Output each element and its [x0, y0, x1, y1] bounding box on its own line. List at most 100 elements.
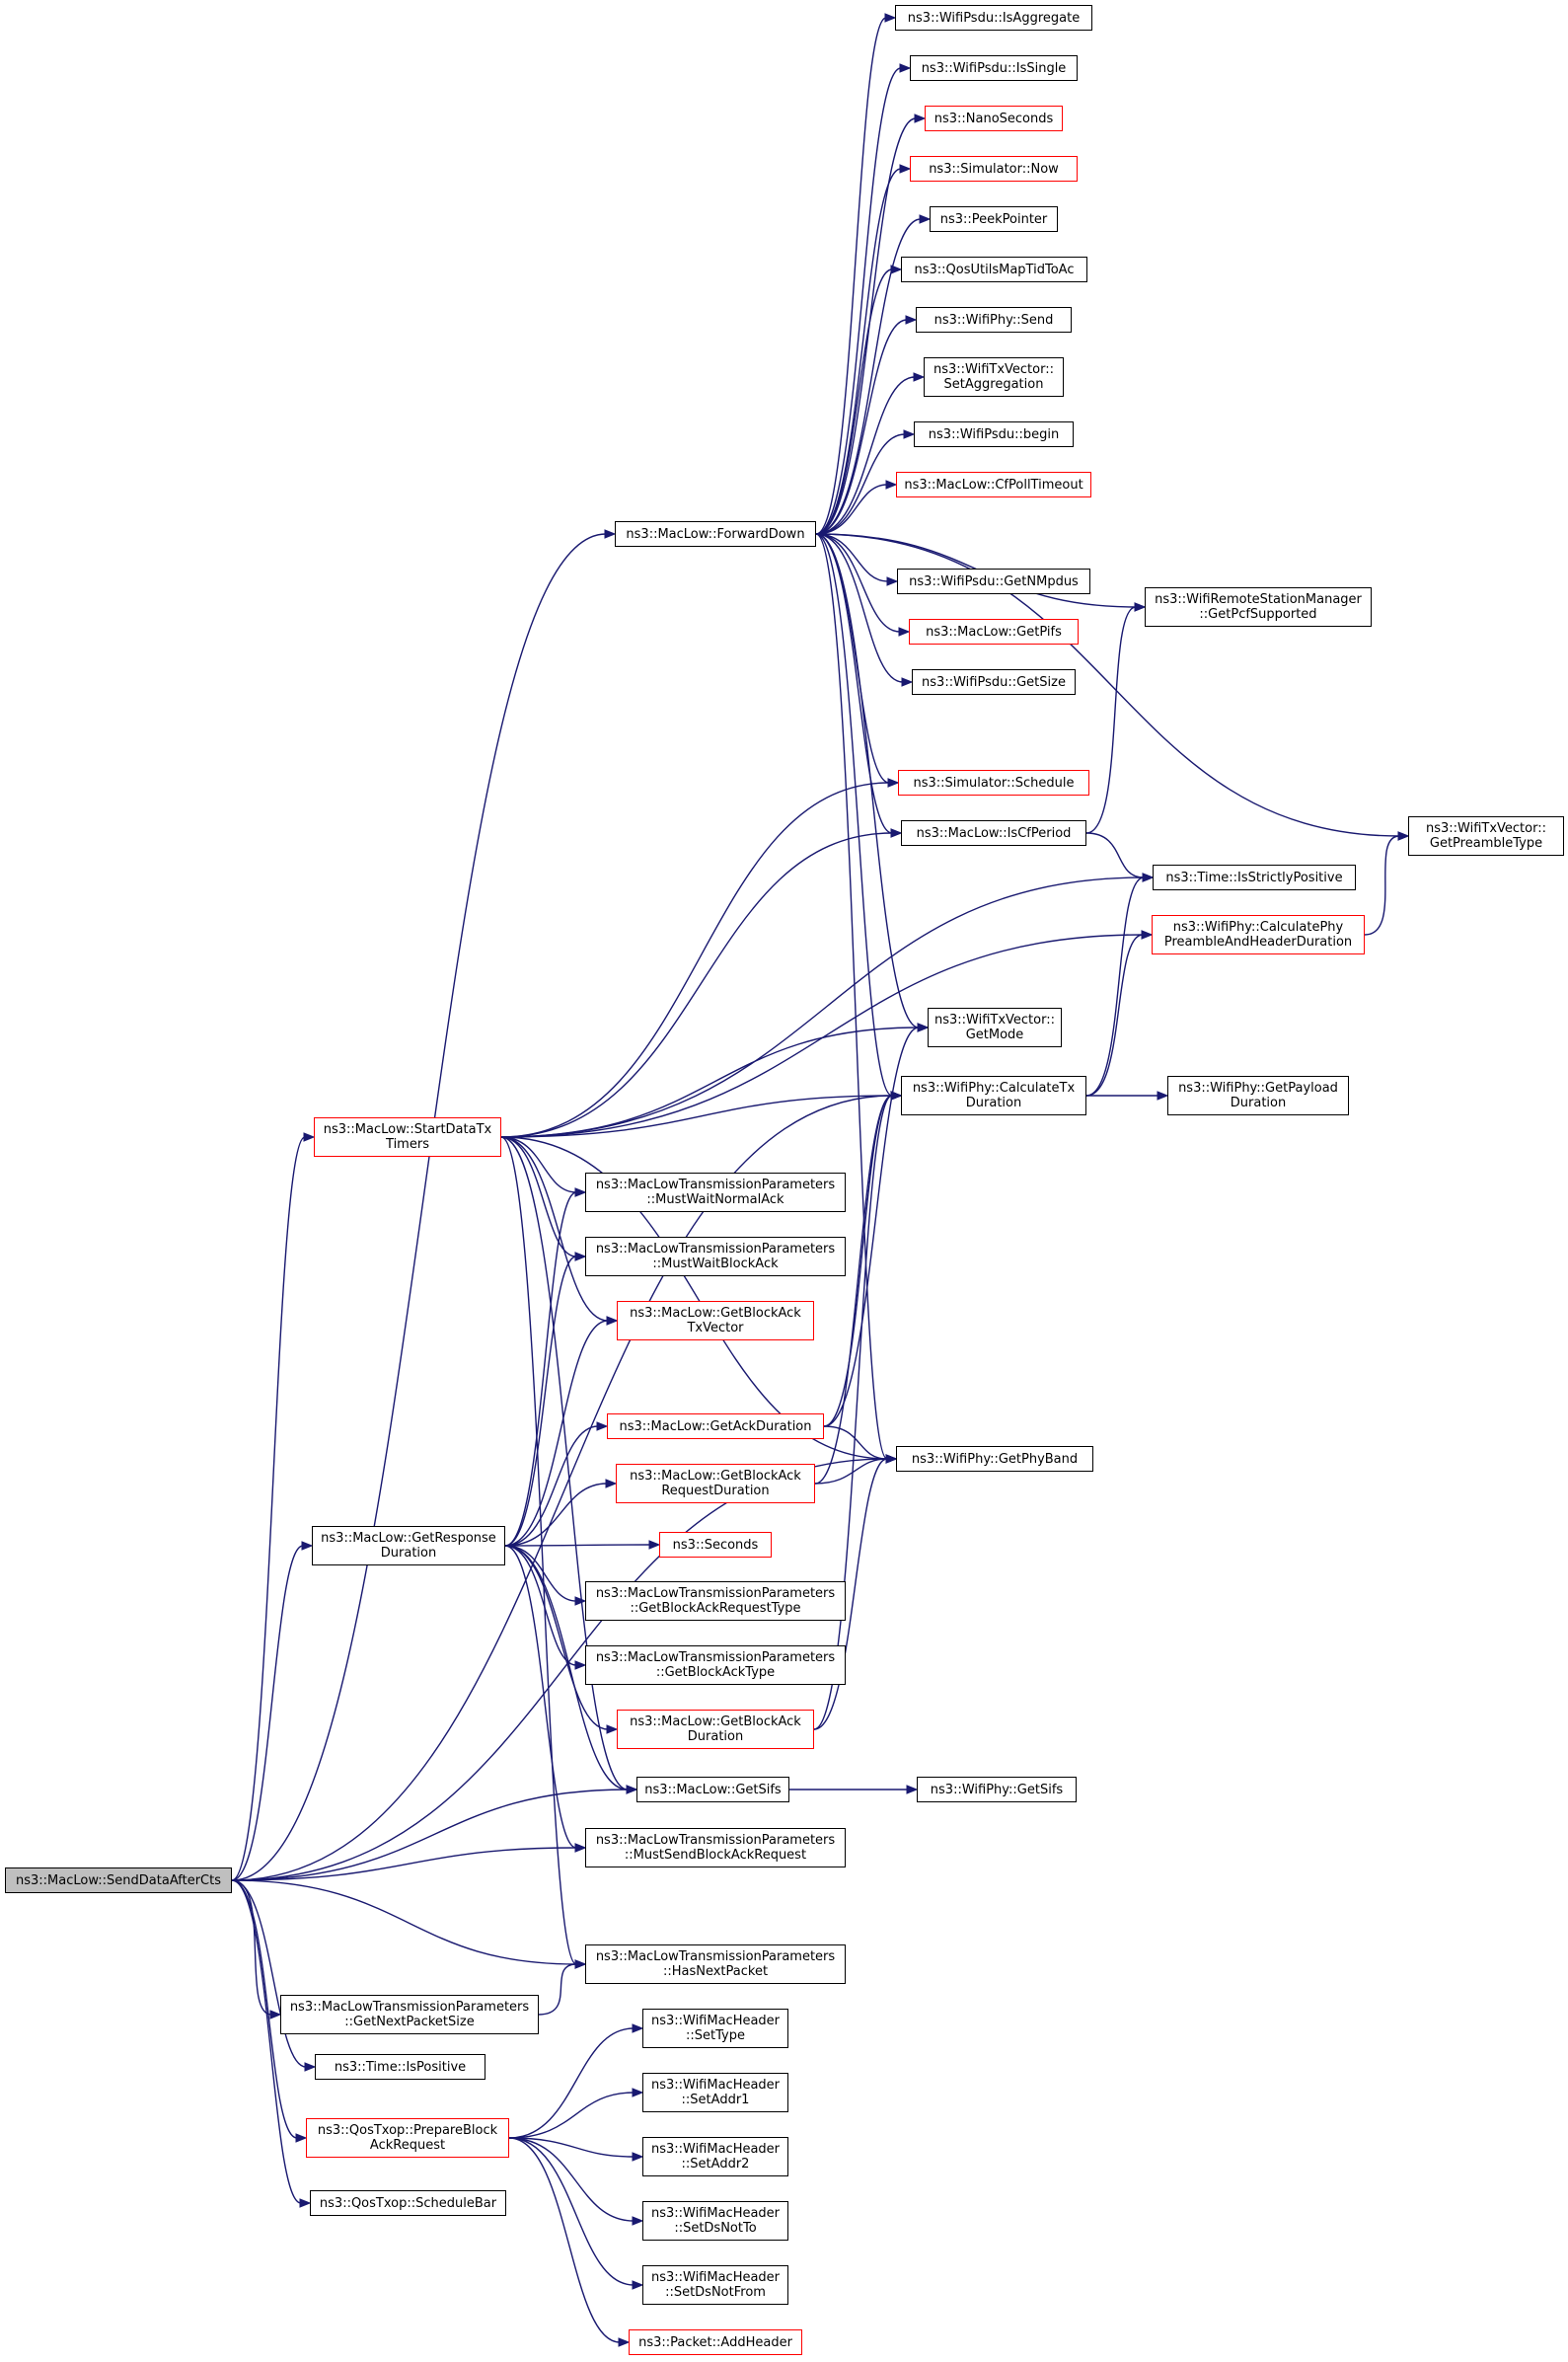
- node-label-line: GetPreambleType: [1429, 836, 1543, 851]
- node-setdsnotfrom[interactable]: ns3::WifiMacHeader::SetDsNotFrom: [642, 2265, 788, 2305]
- edge-startdata-to-getmode: [500, 1027, 920, 1138]
- node-simnow[interactable]: ns3::Simulator::Now: [910, 156, 1078, 182]
- edge-arrowhead: [303, 1132, 316, 1142]
- edge-getresp-to-getbadur: [504, 1545, 609, 1730]
- node-pretype[interactable]: ns3::WifiTxVector::GetPreambleType: [1408, 816, 1564, 856]
- node-label-line: ::GetBlockAckType: [655, 1665, 776, 1680]
- node-getsize[interactable]: ns3::WifiPsdu::GetSize: [912, 669, 1076, 695]
- edge-arrowhead: [890, 1091, 903, 1101]
- node-label-line: Duration: [687, 1729, 744, 1744]
- edge-startdata-to-strictpos: [500, 876, 1145, 1138]
- node-label-line: TxVector: [687, 1321, 744, 1335]
- node-label-line: ns3::WifiMacHeader: [650, 2014, 781, 2028]
- edge-arrowhead: [574, 1959, 587, 1969]
- node-cfpoll[interactable]: ns3::MacLow::CfPollTimeout: [896, 472, 1091, 497]
- node-send[interactable]: ns3::MacLow::SendDataAfterCts: [5, 1867, 232, 1893]
- node-qosmap[interactable]: ns3::QosUtilsMapTidToAc: [901, 257, 1087, 282]
- edge-arrowhead: [618, 2337, 631, 2347]
- node-ispositive[interactable]: ns3::Time::IsPositive: [315, 2054, 485, 2080]
- node-seconds[interactable]: ns3::Seconds: [659, 1532, 772, 1558]
- node-getphyband[interactable]: ns3::WifiPhy::GetPhyBand: [896, 1446, 1093, 1472]
- edge-arrowhead: [903, 429, 916, 439]
- edge-send-to-startdata: [231, 1136, 306, 1881]
- edge-prepbar-to-setdsnotfrom: [508, 2137, 635, 2286]
- node-forward[interactable]: ns3::MacLow::ForwardDown: [615, 521, 816, 547]
- node-mwblock[interactable]: ns3::MacLowTransmissionParameters::MustW…: [585, 1237, 846, 1276]
- edge-arrowhead: [596, 1421, 609, 1431]
- node-label-line: ns3::MacLowTransmissionParameters: [595, 1833, 836, 1848]
- node-remotepcf[interactable]: ns3::WifiRemoteStationManager::GetPcfSup…: [1145, 587, 1372, 627]
- node-label-line: GetMode: [965, 1028, 1024, 1042]
- node-label-line: ns3::WifiTxVector::: [1425, 821, 1546, 836]
- node-phygetsifs[interactable]: ns3::WifiPhy::GetSifs: [917, 1777, 1077, 1802]
- node-peek[interactable]: ns3::PeekPointer: [930, 206, 1058, 232]
- node-setaddr1[interactable]: ns3::WifiMacHeader::SetAddr1: [642, 2073, 788, 2112]
- node-iscf[interactable]: ns3::MacLow::IsCfPeriod: [901, 820, 1086, 846]
- edge-startdata-to-getbatxv: [500, 1136, 609, 1322]
- node-getnmpdus[interactable]: ns3::WifiPsdu::GetNMpdus: [897, 569, 1090, 594]
- node-getackdur[interactable]: ns3::MacLow::GetAckDuration: [607, 1413, 824, 1439]
- edge-forward-to-issingle: [815, 67, 902, 535]
- edge-forward-to-simnow: [815, 168, 902, 535]
- edge-forward-to-isagg: [815, 17, 887, 535]
- edge-forward-to-cfpoll: [815, 484, 888, 535]
- node-getnextsize[interactable]: ns3::MacLowTransmissionParameters::GetNe…: [280, 1995, 539, 2034]
- node-hasnext[interactable]: ns3::MacLowTransmissionParameters::HasNe…: [585, 1944, 846, 1984]
- edge-getbadur-to-calctx: [813, 1095, 893, 1730]
- node-label-line: ns3::Packet::AddHeader: [638, 2334, 792, 2350]
- edge-arrowhead: [917, 1023, 930, 1032]
- node-label-line: PreambleAndHeaderDuration: [1163, 935, 1353, 950]
- node-label-line: ns3::MacLowTransmissionParameters: [595, 1242, 836, 1257]
- edge-prepbar-to-setaddr2: [508, 2137, 635, 2158]
- node-schedbar[interactable]: ns3::QosTxop::ScheduleBar: [310, 2190, 506, 2216]
- node-getbatype[interactable]: ns3::MacLowTransmissionParameters::GetBl…: [585, 1645, 846, 1685]
- edge-arrowhead: [574, 1843, 587, 1853]
- node-isagg[interactable]: ns3::WifiPsdu::IsAggregate: [895, 5, 1092, 31]
- node-label-line: ::GetPcfSupported: [1199, 607, 1317, 622]
- node-strictpos[interactable]: ns3::Time::IsStrictlyPositive: [1153, 865, 1356, 890]
- edge-getbadur-to-getphyband: [813, 1458, 888, 1730]
- node-mustsendbar[interactable]: ns3::MacLowTransmissionParameters::MustS…: [585, 1828, 846, 1867]
- node-setagg[interactable]: ns3::WifiTxVector::SetAggregation: [924, 357, 1064, 397]
- node-label-line: ns3::WifiMacHeader: [650, 2206, 781, 2221]
- edge-arrowhead: [304, 2062, 317, 2072]
- node-label-line: ns3::WifiMacHeader: [650, 2078, 781, 2093]
- node-label-line: Duration: [965, 1096, 1022, 1110]
- edge-iscf-to-strictpos: [1085, 832, 1145, 878]
- node-begin[interactable]: ns3::WifiPsdu::begin: [914, 421, 1074, 447]
- node-label-line: Duration: [380, 1546, 437, 1561]
- node-settype[interactable]: ns3::WifiMacHeader::SetType: [642, 2009, 788, 2048]
- node-schedule[interactable]: ns3::Simulator::Schedule: [898, 770, 1089, 796]
- node-issingle[interactable]: ns3::WifiPsdu::IsSingle: [910, 55, 1078, 81]
- edge-arrowhead: [899, 63, 912, 73]
- node-physend[interactable]: ns3::WifiPhy::Send: [916, 307, 1072, 333]
- node-label-line: ns3::MacLowTransmissionParameters: [595, 1650, 836, 1665]
- node-getmode[interactable]: ns3::WifiTxVector::GetMode: [928, 1008, 1062, 1047]
- node-setdsnotto[interactable]: ns3::WifiMacHeader::SetDsNotTo: [642, 2201, 788, 2241]
- node-setaddr2[interactable]: ns3::WifiMacHeader::SetAddr2: [642, 2137, 788, 2176]
- edge-send-to-ispositive: [231, 1879, 307, 2068]
- node-label-line: ns3::NanoSeconds: [933, 111, 1054, 126]
- edge-forward-to-begin: [815, 433, 906, 535]
- node-getpifs[interactable]: ns3::MacLow::GetPifs: [909, 619, 1079, 645]
- node-addheader[interactable]: ns3::Packet::AddHeader: [629, 2329, 802, 2355]
- node-getsifs[interactable]: ns3::MacLow::GetSifs: [636, 1777, 789, 1802]
- edge-arrowhead: [626, 1785, 638, 1794]
- node-nanosec[interactable]: ns3::NanoSeconds: [925, 106, 1063, 131]
- edge-send-to-schedbar: [231, 1879, 302, 2204]
- edge-arrowhead: [914, 114, 927, 123]
- edge-arrowhead: [884, 13, 897, 23]
- node-getbareqtype[interactable]: ns3::MacLowTransmissionParameters::GetBl…: [585, 1581, 846, 1621]
- node-mwnormal[interactable]: ns3::MacLowTransmissionParameters::MustW…: [585, 1173, 846, 1212]
- node-label-line: ns3::MacLow::GetBlockAck: [630, 1306, 801, 1321]
